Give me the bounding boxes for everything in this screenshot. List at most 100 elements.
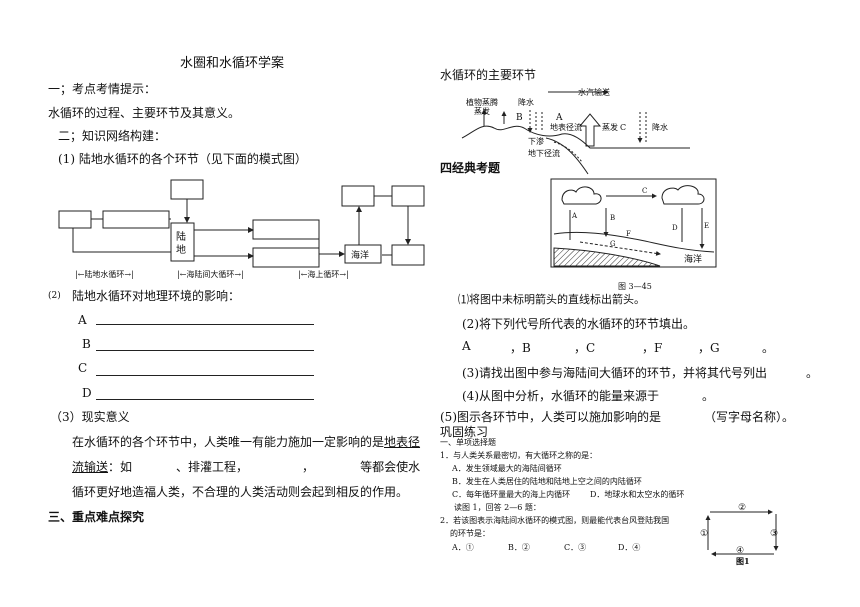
question-4-end: 。 <box>702 389 715 403</box>
fig1-num-1: ① <box>700 529 708 539</box>
box-right-top-1 <box>341 185 375 207</box>
paragraph-2-part-c: 、排灌工程， <box>176 460 249 474</box>
label-surface: 地表径流 <box>550 122 582 132</box>
paragraph-1-text: 在水循环的各个环节中，人类唯一有能力施加一定影响的是 <box>72 435 385 449</box>
right-title: 水循环的主要环节 <box>440 68 537 82</box>
mc1-option-b: B．发生在人类居住的陆地和陆地上空之间的内陆循环 <box>452 477 642 486</box>
fig-letter-g: G <box>610 240 616 248</box>
label-groundwater: 地下径流 <box>528 148 560 158</box>
paragraph-1-underlined: 地表径 <box>384 435 421 449</box>
mc1-option-c: C．每年循环量最大的海上内循环 <box>452 490 571 499</box>
page-title: 水圈和水循环学案 <box>180 56 285 71</box>
box-top <box>170 179 204 200</box>
fig1-caption: 图1 <box>736 556 750 566</box>
land-label-1: 陆 <box>176 230 186 243</box>
label-plant: 植物蒸腾 <box>466 97 498 107</box>
land-label-2: 地 <box>176 243 186 256</box>
fig1-num-2: ② <box>738 503 746 513</box>
fig1-num-4: ④ <box>736 546 744 556</box>
blank-label-c: C <box>78 361 88 375</box>
mc-read-instruction: 读图 1，回答 2—6 题： <box>454 503 541 512</box>
mc2-option-d: D．④ <box>618 543 641 552</box>
box-mid-1 <box>252 219 320 240</box>
item-1: (1) 陆地水循环的各个环节（见下面的模式图） <box>58 152 307 166</box>
box-right-top-2 <box>391 185 425 207</box>
mc2-option-c: C．③ <box>564 543 587 552</box>
mc1-option-a: A．发生领域最大的海陆间循环 <box>452 464 562 473</box>
ocean-label: 海洋 <box>351 249 369 261</box>
question-4: (4)从图中分析，水循环的能量来源于 <box>462 389 659 403</box>
q2-label-f: ，F <box>642 341 663 355</box>
item-2-number: (2) <box>48 291 61 301</box>
question-1: ⑴将图中未标明箭头的直线标出箭头。 <box>458 293 645 306</box>
box-left-2 <box>102 210 170 229</box>
blank-line-c <box>96 375 314 376</box>
label-evap1: 蒸发 <box>474 106 490 116</box>
item-3: （3）现实意义 <box>50 410 130 424</box>
section-3-heading: 三、重点难点探究 <box>48 510 145 524</box>
box-right-bottom <box>391 244 425 266</box>
figure-1: ① ② ③ ④ 图1 <box>700 503 779 566</box>
practice-heading: 巩固练习 <box>440 425 489 439</box>
paragraph-line-1: 在水循环的各个环节中，人类唯一有能力施加一定影响的是地表径 <box>72 433 420 450</box>
item-2: 陆地水循环对地理环境的影响： <box>72 289 241 303</box>
q2-label-a: A <box>462 339 471 353</box>
label-b: B <box>516 113 523 123</box>
blank-label-a: A <box>78 313 87 327</box>
legend-sea-land-cycle: |←海陆间大循环→| <box>177 269 244 279</box>
label-evap2: 蒸发 <box>602 122 618 132</box>
label-rain2: 降水 <box>652 122 668 132</box>
label-rain1: 降水 <box>518 97 534 107</box>
mc-question-1: 1．与人类关系最密切，有大循环之称的是： <box>440 451 598 460</box>
question-5-end: （写字母名称）。 <box>704 410 795 424</box>
legend-land-cycle: |←陆地水循环→| <box>75 269 134 279</box>
blank-label-d: D <box>82 386 92 400</box>
label-vapor: 水汽输送 <box>578 87 610 97</box>
mc2-option-a: A．① <box>452 543 474 552</box>
mc1-option-d: D．地球水和太空水的循环 <box>590 490 685 499</box>
mc-question-2-cont: 的环节是： <box>450 529 490 538</box>
mc-heading: 一、单项选择题 <box>440 438 496 447</box>
fig-letter-a: A <box>571 212 578 220</box>
question-5: (5)图示各环节中，人类可以施加影响的是 <box>440 410 661 424</box>
question-3-end: 。 <box>806 366 819 380</box>
paragraph-2-part-d: ， <box>302 460 315 474</box>
q2-label-c: ，C <box>574 341 596 355</box>
fig-letter-b: B <box>610 214 615 222</box>
paragraph-2-part-b: ：如 <box>108 460 133 474</box>
main-links-diagram: 水汽输送 植物蒸腾 蒸发 B 降水 A 地表径流 蒸发 C 降水 下渗 地下径流 <box>461 87 690 175</box>
paragraph-2-part-e: 等都会使水 <box>360 460 421 474</box>
question-3: (3)请找出图中参与海陆间大循环的环节，并将其代号列出 <box>462 366 768 380</box>
blank-line-b <box>96 350 314 351</box>
box-left-1 <box>58 210 92 229</box>
fig-letter-c: C <box>642 187 647 195</box>
q2-label-g: ，G <box>698 341 720 355</box>
figure-caption: 图 3—45 <box>618 282 652 291</box>
box-ocean <box>344 244 382 264</box>
legend-ocean-cycle: |←海上循环→| <box>298 269 349 279</box>
section-1-heading: 一；考点考情提示： <box>48 82 157 96</box>
label-c: C <box>620 123 626 132</box>
box-land <box>170 222 195 262</box>
blank-line-a <box>96 324 314 325</box>
figure-3-45: A B C D E F G 海洋 <box>550 178 717 268</box>
fig-letter-d: D <box>672 224 678 232</box>
fig-letter-e: E <box>704 222 709 230</box>
section-2-heading: 二；知识网络构建： <box>58 129 167 143</box>
paragraph-2-underlined: 流输送 <box>72 460 109 474</box>
paragraph-line-2: 流输送：如 、排灌工程， ， 等都会使水 <box>72 458 420 475</box>
section-1-text: 水循环的过程、主要环节及其意义。 <box>48 106 241 120</box>
mc2-option-b: B．② <box>508 543 530 552</box>
fig-letter-f: F <box>626 230 631 238</box>
blank-label-b: B <box>82 337 91 351</box>
water-cycle-schematic: 陆 地 海洋 |←陆地水循环→| |←海陆间大循环→| |←海上循环→| <box>58 179 425 279</box>
question-2: (2)将下列代号所代表的水循环的环节填出。 <box>462 317 695 331</box>
q2-label-b: ，B <box>510 341 531 355</box>
section-4-heading: 四经典考题 <box>440 161 501 175</box>
label-a: A <box>555 113 563 123</box>
blank-line-d <box>96 399 314 400</box>
mc-question-2: 2．若该图表示海陆间水循环的模式图，则最能代表台风登陆我国 <box>440 516 670 525</box>
fig1-num-3: ③ <box>770 529 778 539</box>
label-infiltration: 下渗 <box>528 136 544 146</box>
q2-label-end: 。 <box>762 341 775 355</box>
